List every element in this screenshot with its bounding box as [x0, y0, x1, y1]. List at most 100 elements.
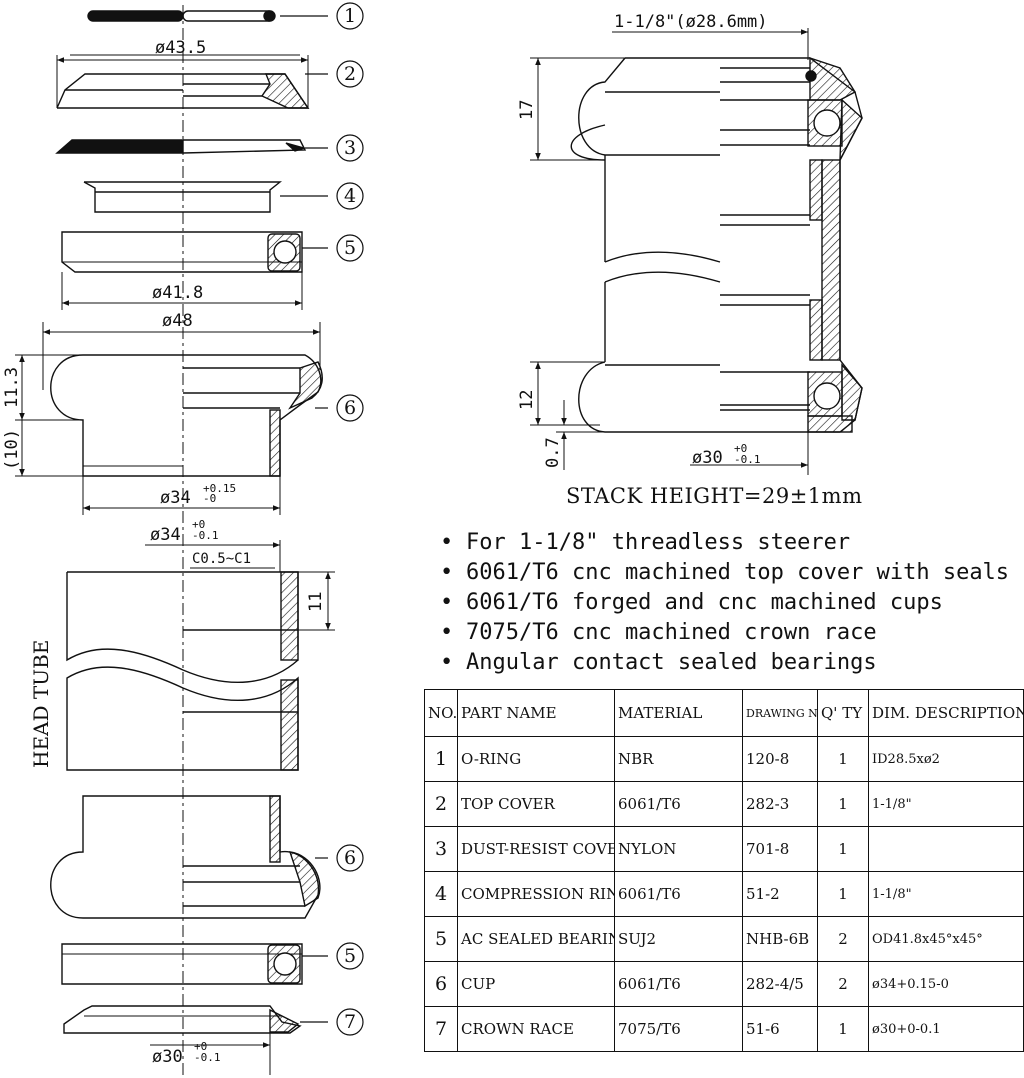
table-row: 1 O-RING NBR 120-8 1 ID28.5xø2 [424, 736, 1024, 782]
cell-name: COMPRESSION RING [457, 871, 615, 917]
part-compression-ring [83, 181, 282, 213]
cell-drawing: 120-8 [742, 736, 818, 782]
assembly-view [570, 57, 863, 433]
part-cup-top [50, 354, 323, 477]
callout-leaders [280, 2, 364, 1036]
stack-height: STACK HEIGHT=29±1mm [566, 484, 863, 508]
cell-dim: ø30+0-0.1 [868, 1006, 1024, 1052]
cell-dim [868, 826, 1024, 872]
table-row: 5 AC SEALED BEARING SUJ2 NHB-6B 2 OD41.8… [424, 916, 1024, 962]
dim-cup-insert-dia: ø34 [160, 488, 191, 508]
col-header-dim: DIM. DESCRIPTION [868, 689, 1024, 737]
table-header-row: NO. PART NAME MATERIAL DRAWING NO. Q' TY… [424, 689, 1024, 737]
dim-assembly-crown: ø30 [692, 448, 723, 468]
feature-list: For 1-1/8" threadless steerer 6061/T6 cn… [440, 528, 1009, 678]
dim-crown-race: ø30 [152, 1047, 183, 1067]
callout-7: 7 [344, 1011, 356, 1033]
cell-material: 7075/T6 [614, 1006, 743, 1052]
part-o-ring [87, 10, 276, 22]
cell-dim: 1-1/8" [868, 781, 1024, 827]
part-crown-race [63, 1005, 302, 1034]
table-row: 6 CUP 6061/T6 282-4/5 2 ø34+0.15-0 [424, 961, 1024, 1007]
cell-no: 7 [424, 1006, 458, 1052]
feature-item: Angular contact sealed bearings [440, 648, 1009, 678]
dim-crown-race-tol-lower: -0.1 [194, 1051, 221, 1064]
left-dimension-lines [15, 55, 335, 1075]
cell-drawing: 51-2 [742, 871, 818, 917]
cell-qty: 2 [817, 961, 869, 1007]
dim-cup-insert-tol-lower: -0 [203, 492, 216, 505]
callout-3: 3 [344, 137, 356, 159]
feature-item: 7075/T6 cnc machined crown race [440, 618, 1009, 648]
cell-material: 6061/T6 [614, 871, 743, 917]
cell-dim: OD41.8x45°x45° [868, 916, 1024, 962]
cell-name: CROWN RACE [457, 1006, 615, 1052]
callout-numbers: 1 2 3 4 5 6 6 5 7 [344, 5, 356, 1033]
cell-dim: 1-1/8" [868, 871, 1024, 917]
dim-steerer: 1-1/8"(ø28.6mm) [614, 12, 768, 32]
table-row: 4 COMPRESSION RING 6061/T6 51-2 1 1-1/8" [424, 871, 1024, 917]
dim-headtube-bore-tol-lower: -0.1 [192, 529, 219, 542]
feature-item: For 1-1/8" threadless steerer [440, 528, 1009, 558]
cell-name: CUP [457, 961, 615, 1007]
callout-6-bottom: 6 [344, 847, 356, 869]
cell-qty: 1 [817, 871, 869, 917]
cell-drawing: 701-8 [742, 826, 818, 872]
cell-qty: 1 [817, 781, 869, 827]
part-bearing-top [61, 231, 303, 273]
cell-no: 5 [424, 916, 458, 962]
cell-material: NBR [614, 736, 743, 782]
dim-cup-height: 11.3 [2, 367, 22, 408]
cell-material: NYLON [614, 826, 743, 872]
dim-assembly-crown-tol-lower: -0.1 [734, 453, 761, 466]
cell-material: 6061/T6 [614, 961, 743, 1007]
cell-no: 6 [424, 961, 458, 1007]
dim-headtube-bore: ø34 [150, 525, 181, 545]
cell-qty: 2 [817, 916, 869, 962]
dim-chamfer: C0.5~C1 [192, 551, 251, 567]
dim-cup-insert: (10) [2, 429, 22, 470]
cell-drawing: NHB-6B [742, 916, 818, 962]
cell-name: AC SEALED BEARING [457, 916, 615, 962]
cell-qty: 1 [817, 736, 869, 782]
callout-1: 1 [344, 5, 356, 27]
callout-6-top: 6 [344, 397, 356, 419]
head-tube-label: HEAD TUBE [29, 640, 53, 768]
dim-crown-race-tol-upper: +0 [194, 1040, 207, 1053]
cell-drawing: 51-6 [742, 1006, 818, 1052]
callout-5-bottom: 5 [344, 945, 356, 967]
cell-name: DUST-RESIST COVER [457, 826, 615, 872]
cell-name: TOP COVER [457, 781, 615, 827]
part-dust-cover [55, 139, 307, 154]
callout-5: 5 [344, 237, 356, 259]
feature-item: 6061/T6 forged and cnc machined cups [440, 588, 1009, 618]
cell-material: SUJ2 [614, 916, 743, 962]
callout-2: 2 [344, 63, 356, 85]
cell-no: 3 [424, 826, 458, 872]
col-header-no: NO. [424, 689, 458, 737]
cell-qty: 1 [817, 826, 869, 872]
feature-item: 6061/T6 cnc machined top cover with seal… [440, 558, 1009, 588]
dimension-labels: ø43.5 ø41.8 ø48 11.3 (10) ø34 +0.15 -0 ø… [2, 12, 768, 1067]
assembly-dimension-lines [530, 28, 809, 475]
cell-dim: ID28.5xø2 [868, 736, 1024, 782]
part-head-tube [66, 571, 299, 771]
dim-headtube-bore-tol-upper: +0 [192, 518, 205, 531]
dim-top-cover: ø43.5 [155, 38, 206, 58]
dim-bearing: ø41.8 [152, 283, 203, 303]
part-bearing-bottom [61, 943, 303, 985]
part-cup-bottom [50, 795, 321, 919]
col-header-part-name: PART NAME [457, 689, 615, 737]
dim-cup-insert-tol-upper: +0.15 [203, 482, 236, 495]
table-row: 2 TOP COVER 6061/T6 282-3 1 1-1/8" [424, 781, 1024, 827]
col-header-material: MATERIAL [614, 689, 743, 737]
cell-material: 6061/T6 [614, 781, 743, 827]
table-row: 7 CROWN RACE 7075/T6 51-6 1 ø30+0-0.1 [424, 1006, 1024, 1052]
cell-no: 4 [424, 871, 458, 917]
cell-no: 1 [424, 736, 458, 782]
col-header-drawing-no: DRAWING NO. [742, 689, 818, 737]
callout-4: 4 [344, 185, 356, 207]
table-row: 3 DUST-RESIST COVER NYLON 701-8 1 [424, 826, 1024, 872]
cell-drawing: 282-4/5 [742, 961, 818, 1007]
